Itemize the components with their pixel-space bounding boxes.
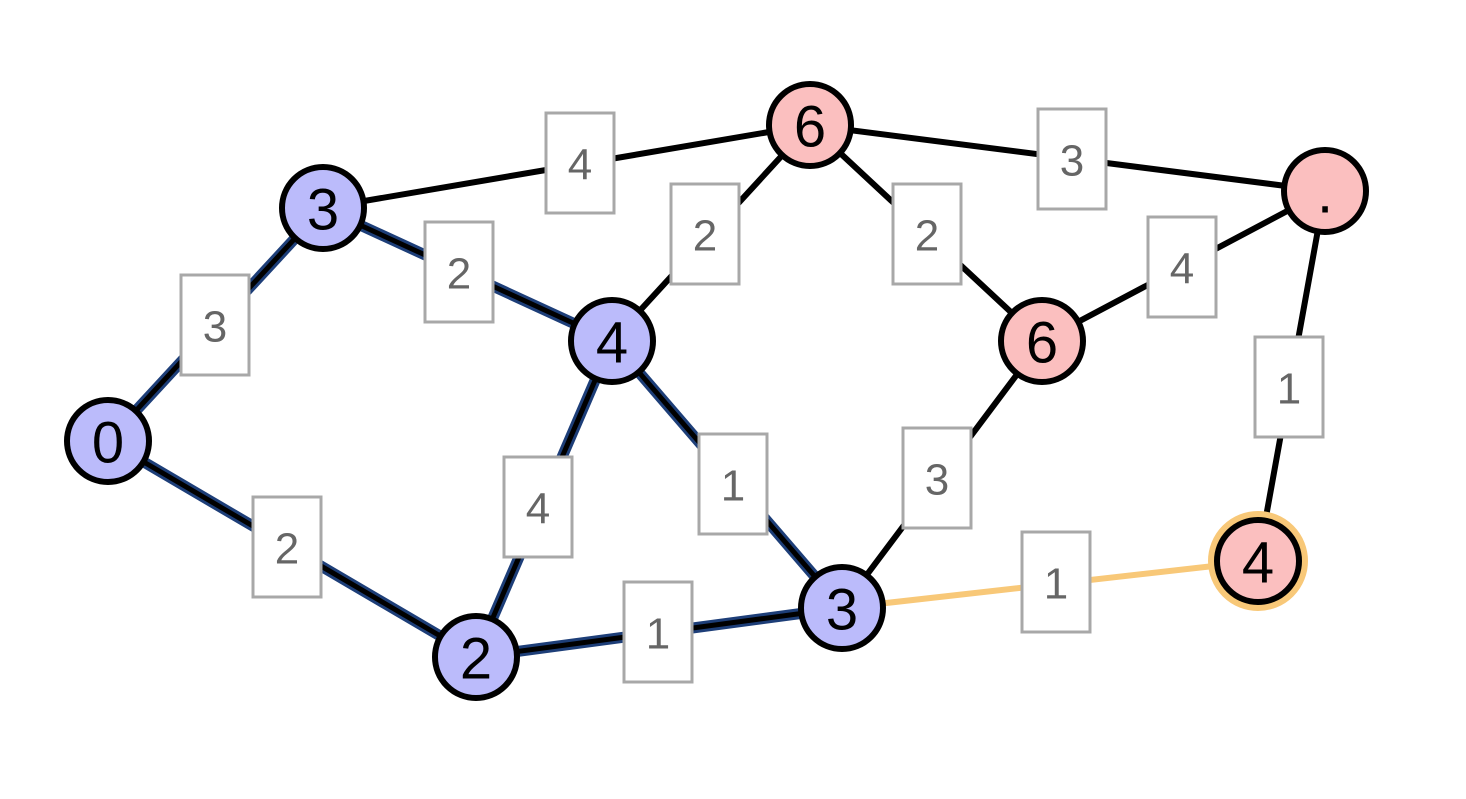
edge-weight-text: 1 <box>1044 560 1068 609</box>
graph-node-a: 0 <box>64 397 152 485</box>
edge-weight-label: 2 <box>669 182 741 286</box>
graph-node-c: 6 <box>766 81 854 169</box>
node-distance-label: 2 <box>460 627 492 692</box>
edge-weight-text: 4 <box>1170 245 1194 294</box>
node-circle <box>798 564 886 652</box>
edge-weight-box <box>1036 107 1108 211</box>
node-circle <box>1281 147 1369 235</box>
graph-node-e: 2 <box>432 613 520 701</box>
edge-weight-label: 1 <box>1020 530 1092 634</box>
edge-weight-text: 1 <box>1277 365 1301 414</box>
edge-weight-text: 4 <box>526 485 550 534</box>
node-distance-label: 6 <box>794 95 826 160</box>
node-distance-label: 3 <box>307 178 339 243</box>
edge-weight-text: 3 <box>203 303 227 352</box>
node-circle <box>1214 517 1302 605</box>
edge-weight-box <box>891 182 963 286</box>
edge-weight-box <box>901 426 973 530</box>
node-distance-label: 0 <box>92 411 124 476</box>
edge-weight-label: 4 <box>1146 215 1218 319</box>
edge-weight-text: 1 <box>721 462 745 511</box>
edge-weight-box <box>697 432 769 536</box>
edge-weight-text: 3 <box>925 456 949 505</box>
graph-node-g: 6 <box>998 297 1086 385</box>
node-circle <box>766 81 854 169</box>
edge-weight-label: 1 <box>622 580 694 684</box>
edge-weight-label: 1 <box>1253 335 1325 439</box>
graph-node-f: 3 <box>798 564 886 652</box>
edge-weight-box <box>251 495 323 599</box>
node-distance-label: 4 <box>596 311 628 376</box>
node-circle <box>432 613 520 701</box>
edge-weight-label: 2 <box>251 495 323 599</box>
edge-weight-box <box>1253 335 1325 439</box>
node-circle <box>998 297 1086 385</box>
edge-weight-box <box>669 182 741 286</box>
edge-weight-label: 1 <box>697 432 769 536</box>
edge-weight-box <box>1146 215 1218 319</box>
node-circle <box>279 164 367 252</box>
edge-weight-label: 2 <box>891 182 963 286</box>
node-circle <box>568 297 656 385</box>
node-distance-label: . <box>1317 161 1333 226</box>
edge-weight-label: 3 <box>1036 107 1108 211</box>
edge-weight-text: 2 <box>447 250 471 299</box>
node-distance-label: 3 <box>826 578 858 643</box>
graph-node-b: 3 <box>279 164 367 252</box>
node-distance-label: 6 <box>1026 311 1058 376</box>
edge-weight-box <box>423 220 495 324</box>
node-circle <box>64 397 152 485</box>
current-node-ring <box>1208 511 1308 611</box>
edge-labels-layer: 3 2 4 2 2 4 1 1 2 3 4 3 1 1 <box>179 107 1325 684</box>
edge-weight-label: 4 <box>502 455 574 559</box>
edge-weight-label: 3 <box>179 273 251 377</box>
edge-weight-text: 3 <box>1060 137 1084 186</box>
edge-weight-box <box>544 111 616 215</box>
edge-weight-box <box>622 580 694 684</box>
edge-weight-box <box>1020 530 1092 634</box>
graph-node-h: . <box>1281 147 1369 235</box>
node-distance-label: 4 <box>1242 531 1274 596</box>
edge-weight-text: 1 <box>646 610 670 659</box>
graph-node-d: 4 <box>568 297 656 385</box>
edge-weight-label: 3 <box>901 426 973 530</box>
edge-weight-box <box>179 273 251 377</box>
edge-weight-text: 2 <box>915 212 939 261</box>
nodes-layer: 0 3 6 4 2 3 6. 4 <box>64 81 1369 701</box>
edge-weight-text: 2 <box>693 212 717 261</box>
edge-weight-label: 2 <box>423 220 495 324</box>
edge-weight-text: 4 <box>568 141 592 190</box>
edge-weight-text: 2 <box>275 525 299 574</box>
graph-node-i: 4 <box>1208 511 1308 611</box>
edge-weight-box <box>502 455 574 559</box>
edge-weight-label: 4 <box>544 111 616 215</box>
